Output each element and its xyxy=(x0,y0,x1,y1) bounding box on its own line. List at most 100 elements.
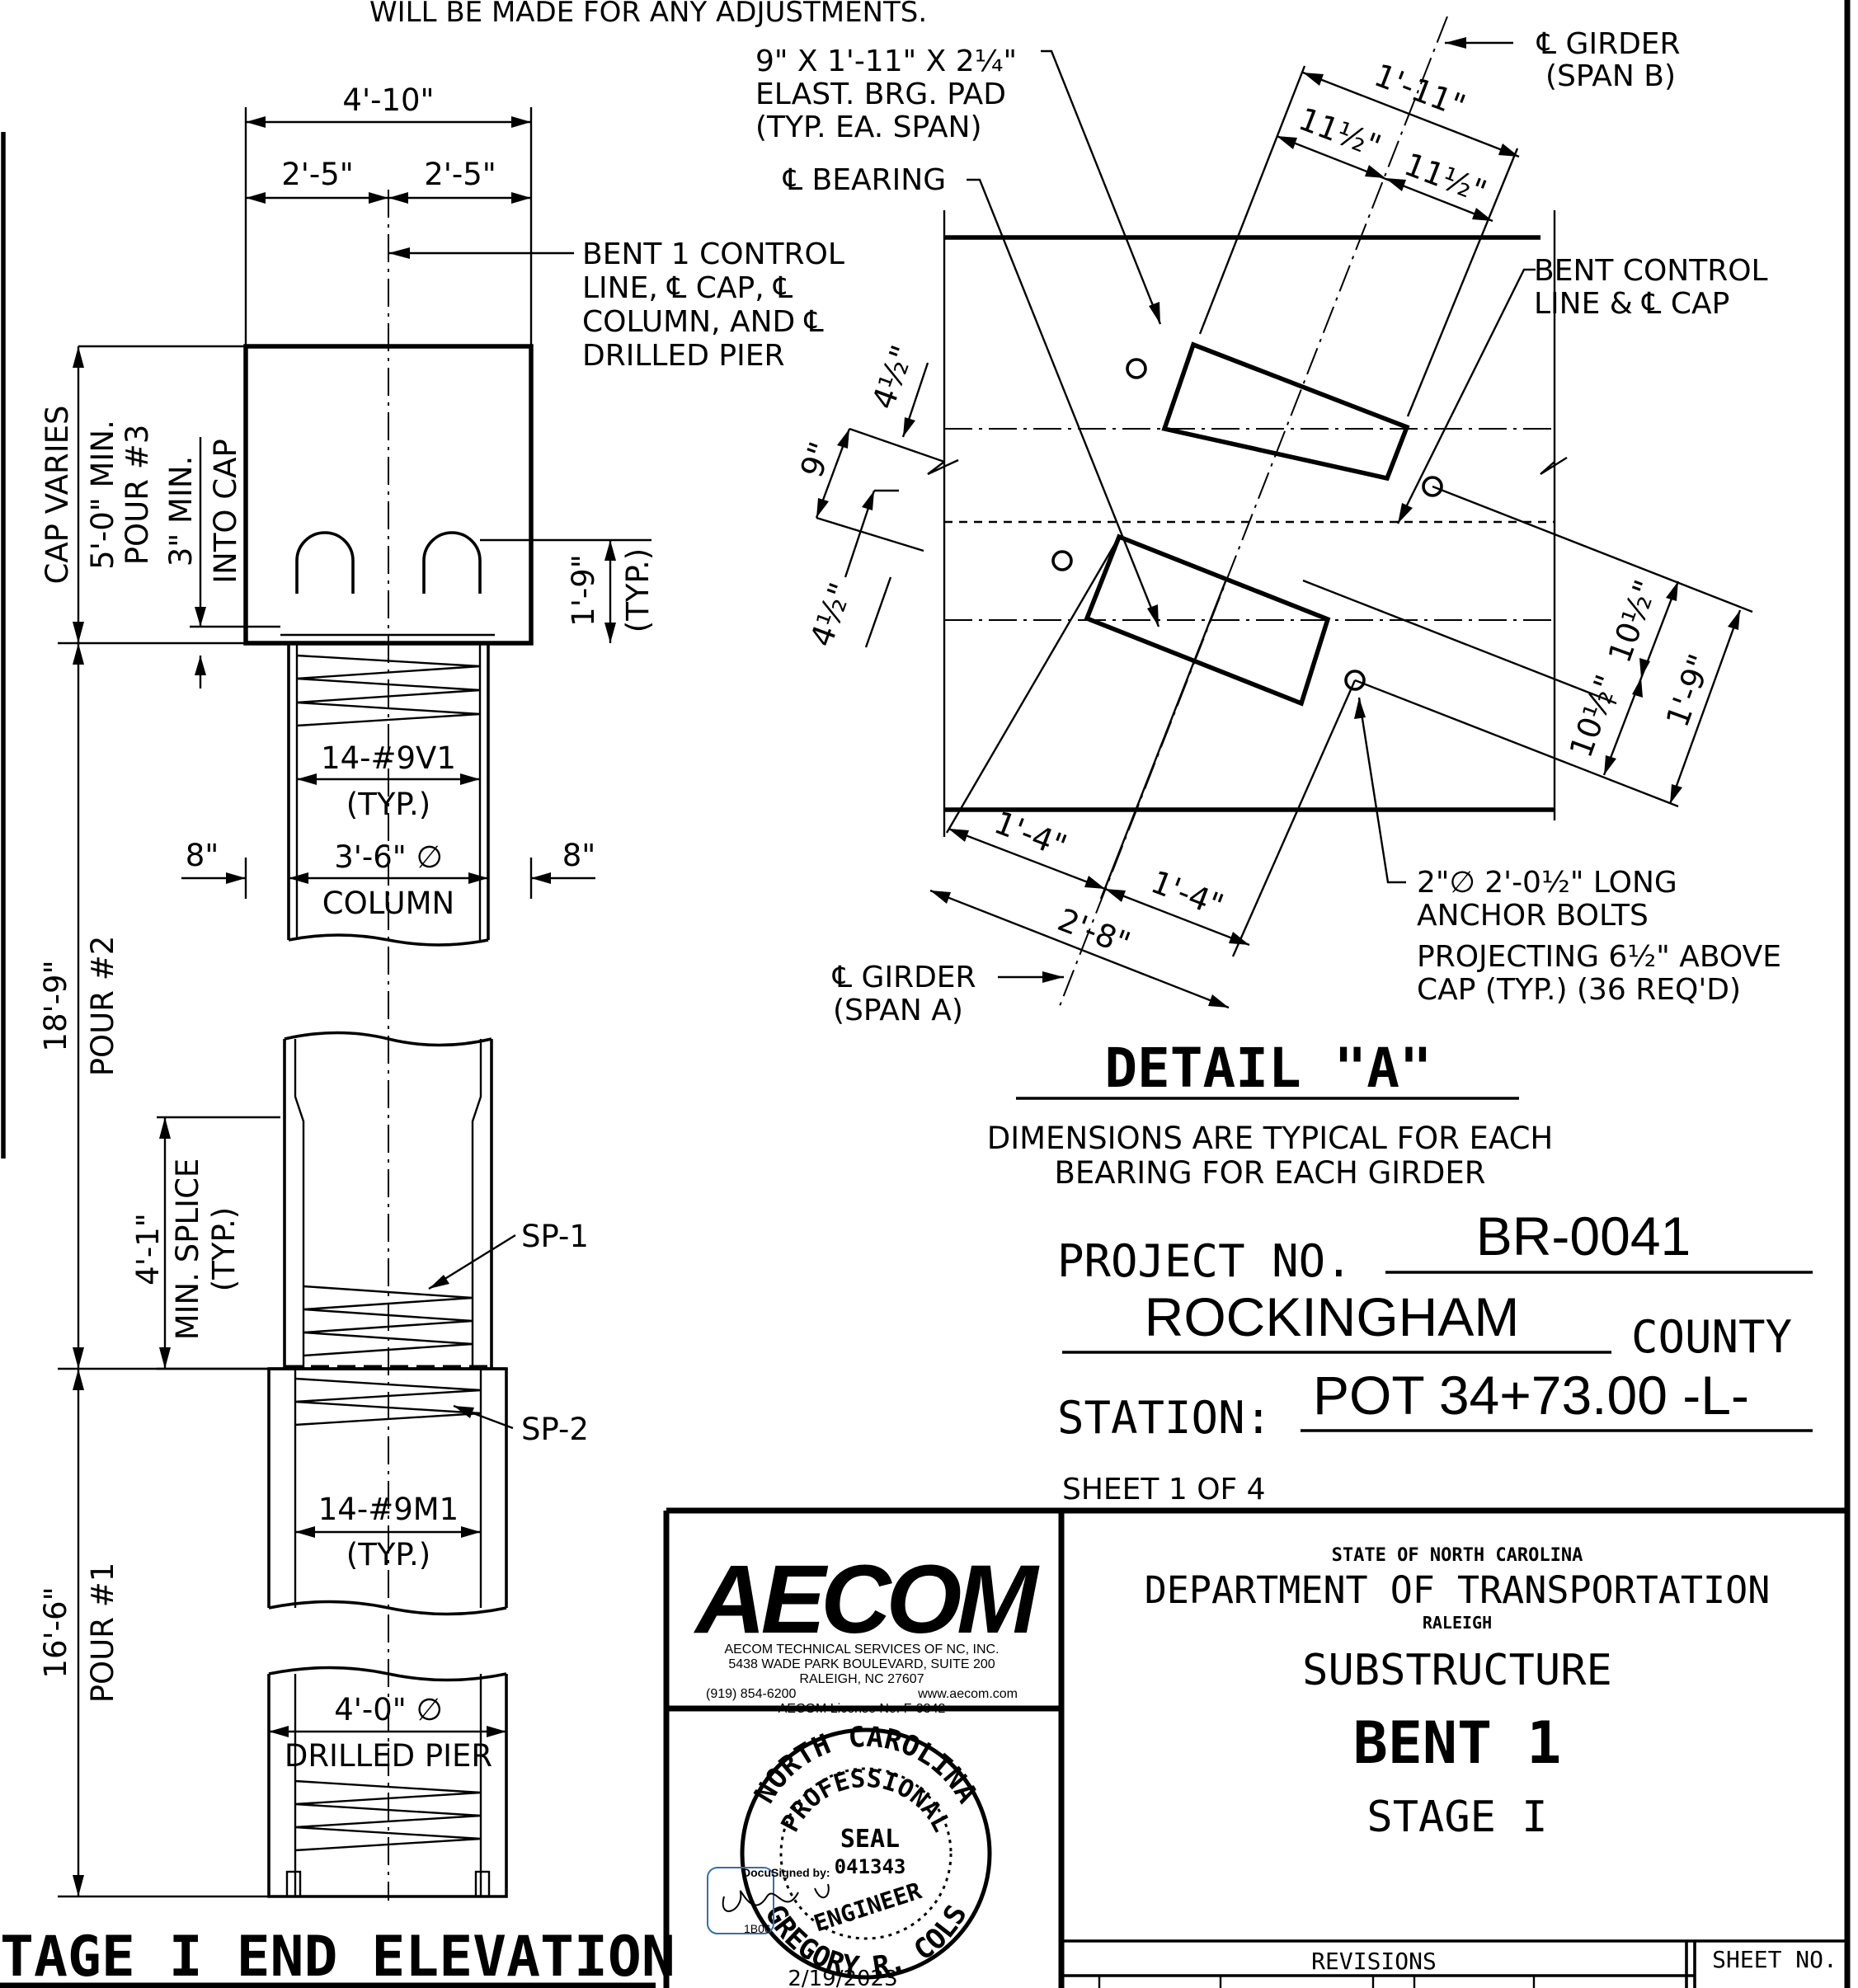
bent-cap xyxy=(243,344,534,646)
dim-1-11: 1'-11" xyxy=(1369,57,1470,125)
break-left xyxy=(927,458,959,476)
anchor-note-3: PROJECTING 6½" ABOVE xyxy=(1417,940,1781,974)
pier-bars-label: 14-#9M1 xyxy=(318,1492,459,1527)
dim-10h-b: 10½" xyxy=(1563,670,1625,763)
dim-4h-b: 4½" xyxy=(803,578,859,651)
anchor-bolt-4 xyxy=(1344,670,1366,691)
dim-11h-a: 11½" xyxy=(1294,101,1386,165)
doc-id: 1B06 xyxy=(744,1922,771,1935)
sp2-label: SP-2 xyxy=(521,1412,589,1447)
pier-upper-outline xyxy=(267,1367,508,1608)
pad-ext-b-left xyxy=(1198,65,1306,335)
lower-col-bar-left xyxy=(294,1039,305,1369)
county-label: COUNTY xyxy=(1631,1311,1792,1363)
col-dia-label: 3'-6" ∅ xyxy=(334,839,443,875)
column-break-bottom xyxy=(284,1031,492,1047)
pad-note-leader xyxy=(1041,49,1162,325)
dim-2-8: 2'-8" xyxy=(1053,901,1136,961)
dim-1-4a-line xyxy=(948,827,1106,891)
control-line-note-4: DRILLED PIER xyxy=(582,339,784,373)
column-spiral-top xyxy=(296,654,481,727)
control-line-note-1: BENT 1 CONTROL xyxy=(582,237,844,271)
pad-note-2: ELAST. BRG. PAD xyxy=(755,78,1006,111)
sp1-label: SP-1 xyxy=(521,1219,589,1254)
pad-ext-a-mid xyxy=(1099,576,1229,900)
project-label: PROJECT NO. xyxy=(1057,1235,1352,1287)
min-into-cap-2: INTO CAP xyxy=(208,439,243,584)
anchor-bolt-3 xyxy=(1051,550,1073,571)
tb-bent: BENT 1 xyxy=(1353,1709,1562,1777)
ext-control-line xyxy=(1302,579,1617,705)
dim-1-9-line xyxy=(1668,609,1742,805)
dim-1-9: 1'-9" xyxy=(1659,650,1719,732)
dim-half-right: 2'-5" xyxy=(424,157,496,192)
tb-state: STATE OF NORTH CAROLINA xyxy=(1332,1545,1583,1566)
hook-right xyxy=(422,531,482,594)
bent-cl-leader xyxy=(1396,268,1536,524)
firm-line-2: 5438 WADE PARK BOULEVARD, SUITE 200 xyxy=(728,1657,995,1671)
pour1-dim: 16'-6" xyxy=(38,1586,73,1678)
seal-number: 041343 xyxy=(835,1855,906,1878)
station-value: POT 34+73.00 -L- xyxy=(1313,1365,1749,1426)
detail-title: DETAIL "A" xyxy=(1104,1036,1432,1100)
pier-foot-right xyxy=(474,1870,491,1898)
firm-line-1: AECOM TECHNICAL SERVICES OF NC, INC. xyxy=(724,1643,999,1657)
dim-2-8-line xyxy=(929,889,1230,1009)
signature-stamp: DocuSigned by: 1B06 2/19/2023 xyxy=(707,1866,898,1988)
tb-sheet-title: SUBSTRUCTURE xyxy=(1302,1646,1612,1695)
col-bars-typ: (TYP.) xyxy=(346,787,430,822)
tb-stage: STAGE I xyxy=(1366,1793,1547,1842)
pour3-label: POUR #3 xyxy=(120,425,155,566)
dim-half-left: 2'-5" xyxy=(281,157,354,192)
pier-break-top xyxy=(268,1600,507,1616)
pour3-min-label: 5'-0" MIN. xyxy=(85,420,120,570)
pour2-label: POUR #2 xyxy=(85,936,120,1077)
end-elevation: 4'-10" 2'-5" 2'-5" BENT 1 CONTROL LINE, … xyxy=(0,82,844,1988)
girder-a-1: ℄ GIRDER xyxy=(832,961,976,994)
girder-b-1: ℄ GIRDER xyxy=(1536,27,1681,61)
dim-1-4a: 1'-4" xyxy=(990,804,1072,864)
detail-a: 1'-11" 11½" 11½" 4½" 9" 4½" 10½" 10½" xyxy=(755,16,1781,1191)
pier-lower-outline xyxy=(267,1674,508,1898)
dim-4h-b-tail xyxy=(864,576,892,648)
anchor-bolt-1 xyxy=(1126,358,1147,379)
dim-1-11-line xyxy=(1302,71,1520,158)
bent-cl-2: LINE & ℄ CAP xyxy=(1534,287,1729,321)
column-break-top xyxy=(288,933,489,947)
pad-ext-b-right xyxy=(1406,148,1519,417)
pier-label: DRILLED PIER xyxy=(285,1738,492,1774)
anchor-note-4: CAP (TYP.) (36 REQ'D) xyxy=(1417,973,1741,1007)
aecom-logo: AECOM xyxy=(693,1545,1040,1654)
spiral-sp2 xyxy=(294,1377,482,1426)
col-bars-label: 14-#9V1 xyxy=(321,740,456,776)
sign-date: 2/19/2023 xyxy=(788,1967,897,1988)
firm-phone: (919) 854-6200 xyxy=(706,1687,797,1701)
dim-1-4b: 1'-4" xyxy=(1146,863,1229,924)
station-label: STATION: xyxy=(1057,1392,1272,1444)
hook-dim: 1'-9" xyxy=(566,554,601,627)
docusigned-by: DocuSigned by: xyxy=(742,1866,830,1879)
detail-sub-2: BEARING FOR EACH GIRDER xyxy=(1054,1155,1485,1191)
tb-sheet-no: SHEET NO. xyxy=(1712,1946,1837,1973)
dim-4h-a: 4½" xyxy=(865,341,921,414)
pier-dia-label: 4'-0" ∅ xyxy=(334,1692,443,1727)
docusign-frame xyxy=(707,1867,774,1934)
dim-10h-a: 10½" xyxy=(1602,576,1664,668)
dim-11h-line xyxy=(1276,134,1493,223)
pier-foot-left xyxy=(285,1870,302,1898)
spiral-sp1 xyxy=(303,1285,473,1357)
bearing-pad-span-a xyxy=(1084,533,1331,707)
ext-bolt-4 xyxy=(1354,679,1679,808)
signature-scribble xyxy=(722,1883,830,1912)
pad-note-1: 9" X 1'-11" X 2¼" xyxy=(755,45,1017,78)
pier-break-bottom xyxy=(268,1666,507,1682)
brg-cl-label: ℄ BEARING xyxy=(783,163,946,197)
dim-9-ext-bot xyxy=(816,516,924,552)
offset-right: 8" xyxy=(562,838,596,873)
seal-inner-ring xyxy=(779,1767,953,1940)
lower-col-bar-right xyxy=(471,1039,482,1369)
anchor-note-1: 2"∅ 2'-0½" LONG xyxy=(1417,866,1677,900)
pad-ext-a-left xyxy=(945,536,1121,834)
pier-spiral-bottom xyxy=(294,1779,482,1852)
